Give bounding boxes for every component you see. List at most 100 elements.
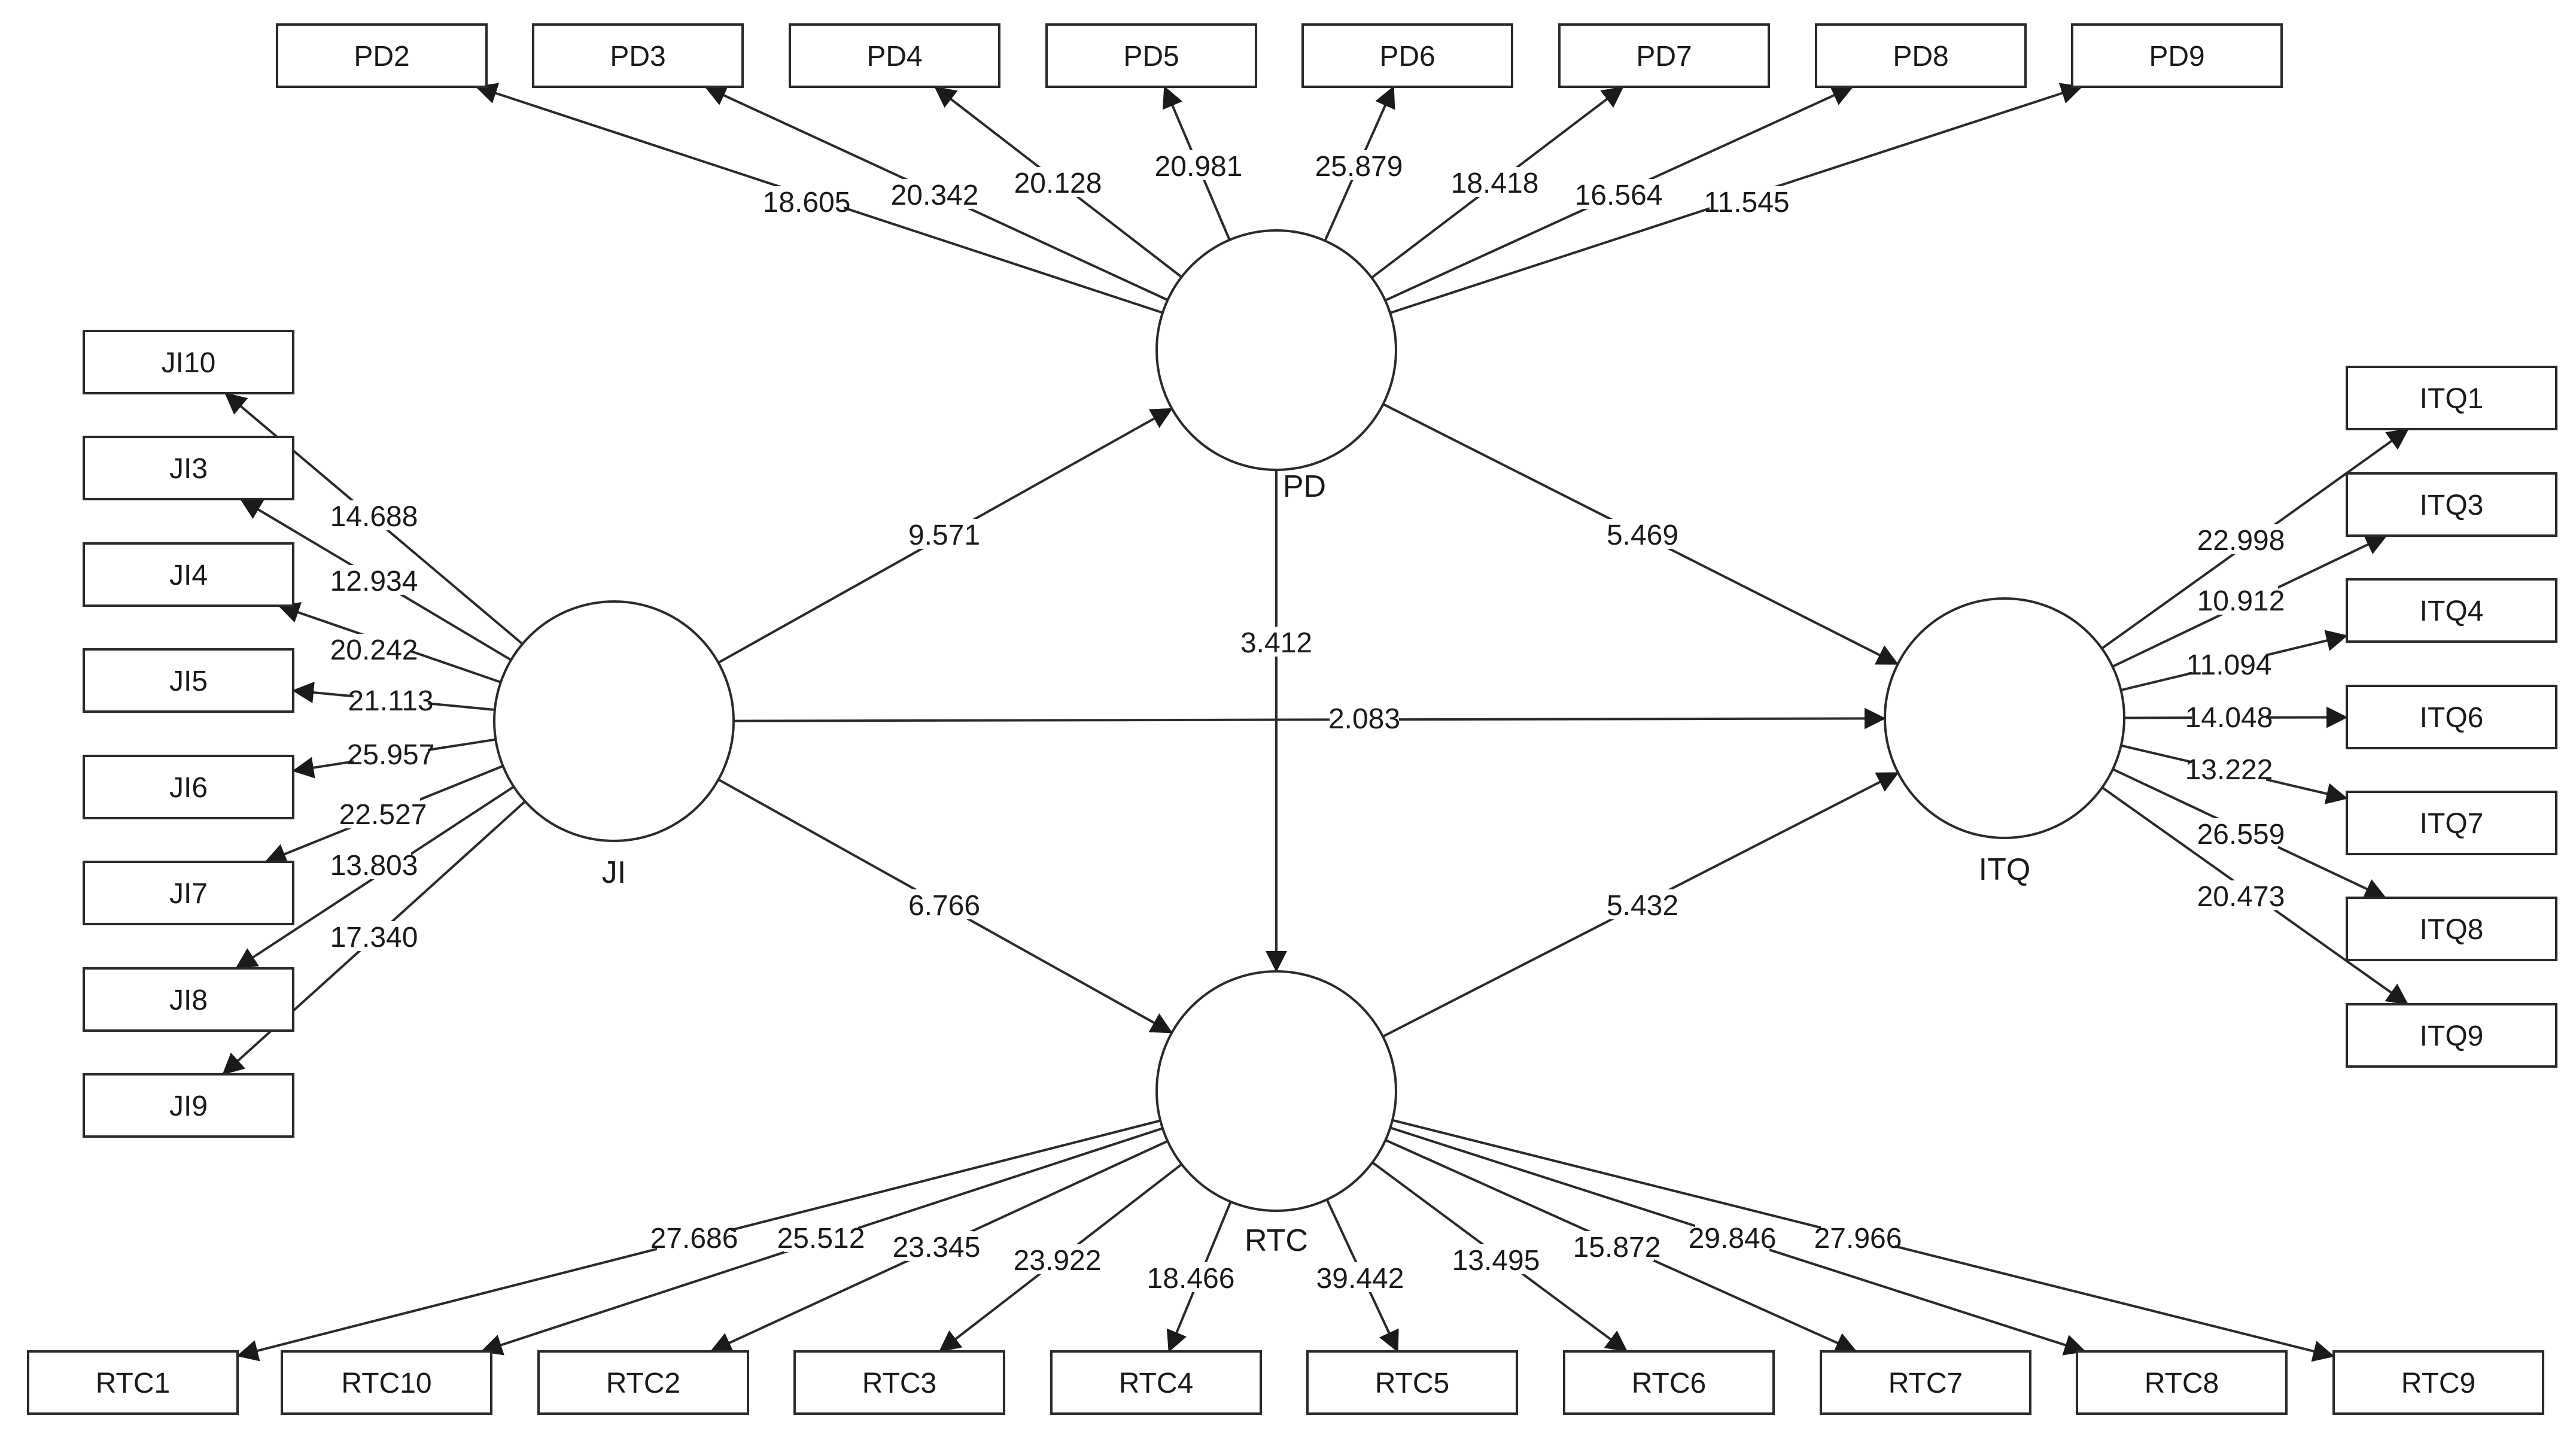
weight-label-bg [337,500,411,530]
weight-label-bg [2192,701,2266,731]
indicator-label-pd4: PD4 [866,41,922,72]
weight-label-bg [337,565,411,595]
indicator-box-pd3 [532,23,744,88]
indicator-box-rtc6 [1563,1350,1775,1415]
weight-label-rtc2: 23.345 [893,1232,981,1263]
weight-label-pd5: 20.981 [1155,151,1243,183]
indicator-label-ji9: JI9 [169,1090,208,1122]
indicator-box-pd9 [2071,23,2283,88]
coefficient-label-rtc-itq: 5.432 [1607,890,1678,922]
weight-label-bg [784,1222,858,1252]
indicator-box-pd2 [276,23,488,88]
weight-label-rtc7: 15.872 [1573,1232,1661,1263]
indicator-label-ji3: JI3 [169,453,208,485]
indicator-box-ji10 [83,330,294,394]
indicator-label-rtc6: RTC6 [1632,1368,1706,1399]
indicator-box-ji3 [83,436,294,500]
indicator-label-pd7: PD7 [1636,41,1692,72]
weight-label-pd4: 20.128 [1014,168,1102,199]
coefficient-label-bg [910,889,979,919]
weight-label-bg [1582,179,1656,209]
indicator-label-ji7: JI7 [169,878,208,910]
indicator-label-pd5: PD5 [1123,41,1179,72]
weight-label-bg [1322,150,1396,180]
weight-label-bg [2204,880,2278,910]
weight-label-bg [337,849,411,879]
weight-label-ji8: 13.803 [330,850,418,882]
weight-label-itq4: 11.094 [2186,649,2271,681]
weight-label-rtc6: 13.495 [1452,1245,1540,1277]
indicator-label-itq3: ITQ3 [2420,490,2484,521]
indicator-label-rtc2: RTC2 [606,1368,680,1399]
indicator-box-rtc1 [27,1350,239,1415]
indicator-box-itq1 [2346,366,2557,430]
coefficient-label-bg [1608,889,1677,919]
indicator-box-pd8 [1815,23,2027,88]
weight-label-bg [1580,1231,1654,1261]
indicator-label-ji4: JI4 [169,560,208,591]
weight-label-rtc3: 23.922 [1014,1245,1102,1277]
indicator-label-rtc9: RTC9 [2401,1368,2475,1399]
weight-label-ji10: 14.688 [330,501,418,533]
weight-label-rtc4: 18.466 [1147,1263,1235,1295]
weight-label-bg [1459,1244,1533,1274]
weight-label-bg [899,1231,974,1261]
indicator-box-ji4 [83,542,294,607]
indicator-label-pd8: PD8 [1893,41,1948,72]
weight-label-bg [1021,167,1095,197]
weight-label-bg [2192,754,2266,783]
weight-label-bg [1323,1262,1397,1292]
indicator-label-ji6: JI6 [169,772,208,804]
weight-label-bg [354,739,428,768]
construct-label-pd: PD [1283,469,1326,504]
indicator-label-rtc5: RTC5 [1375,1368,1449,1399]
weight-label-itq1: 22.998 [2197,525,2285,557]
construct-itq [1884,597,2125,839]
weight-label-rtc10: 25.512 [777,1223,865,1254]
weight-label-rtc9: 27.966 [1814,1223,1902,1254]
indicator-box-itq9 [2346,1003,2557,1068]
indicator-box-itq6 [2346,685,2557,749]
path-ji-to-itq [733,707,1886,730]
weight-label-bg [1695,1222,1769,1252]
indicator-label-rtc4: RTC4 [1119,1368,1193,1399]
weight-label-bg [337,634,411,664]
construct-label-itq: ITQ [1979,852,2031,887]
indicator-box-rtc5 [1306,1350,1518,1415]
indicator-label-rtc7: RTC7 [1888,1368,1963,1399]
indicator-box-rtc10 [281,1350,492,1415]
weight-label-bg [354,685,428,715]
weight-label-pd6: 25.879 [1315,151,1403,183]
coefficient-label-ji-rtc: 6.766 [908,890,980,922]
weight-label-itq8: 26.559 [2197,819,2285,850]
coefficient-label-pd-rtc: 3.412 [1240,627,1312,659]
weight-label-ji5: 21.113 [348,685,433,717]
weight-label-itq7: 13.222 [2185,754,2273,786]
weight-label-ji6: 25.957 [347,739,435,771]
weight-label-bg [2204,818,2278,848]
indicator-box-pd6 [1301,23,1513,88]
indicator-box-rtc3 [793,1350,1005,1415]
weight-label-bg [770,186,844,216]
indicator-label-rtc3: RTC3 [862,1368,936,1399]
coefficient-label-pd-itq: 5.469 [1607,519,1678,551]
indicator-label-rtc1: RTC1 [96,1368,170,1399]
weight-label-bg [1020,1244,1094,1274]
indicator-label-ji5: JI5 [169,666,208,697]
indicator-box-pd5 [1045,23,1257,88]
construct-ji [493,600,735,842]
indicator-label-rtc10: RTC10 [341,1368,431,1399]
indicator-box-itq8 [2346,897,2557,961]
indicator-box-ji5 [83,648,294,713]
weight-label-bg [657,1222,731,1252]
indicator-box-rtc4 [1050,1350,1262,1415]
construct-label-ji: JI [602,855,626,890]
coefficient-label-bg [910,519,979,549]
construct-label-rtc: RTC [1245,1223,1308,1258]
indicator-label-pd3: PD3 [610,41,665,72]
construct-pd [1155,229,1397,471]
indicator-box-itq4 [2346,578,2557,643]
weight-label-pd8: 16.564 [1575,180,1663,211]
indicator-label-pd9: PD9 [2149,41,2204,72]
